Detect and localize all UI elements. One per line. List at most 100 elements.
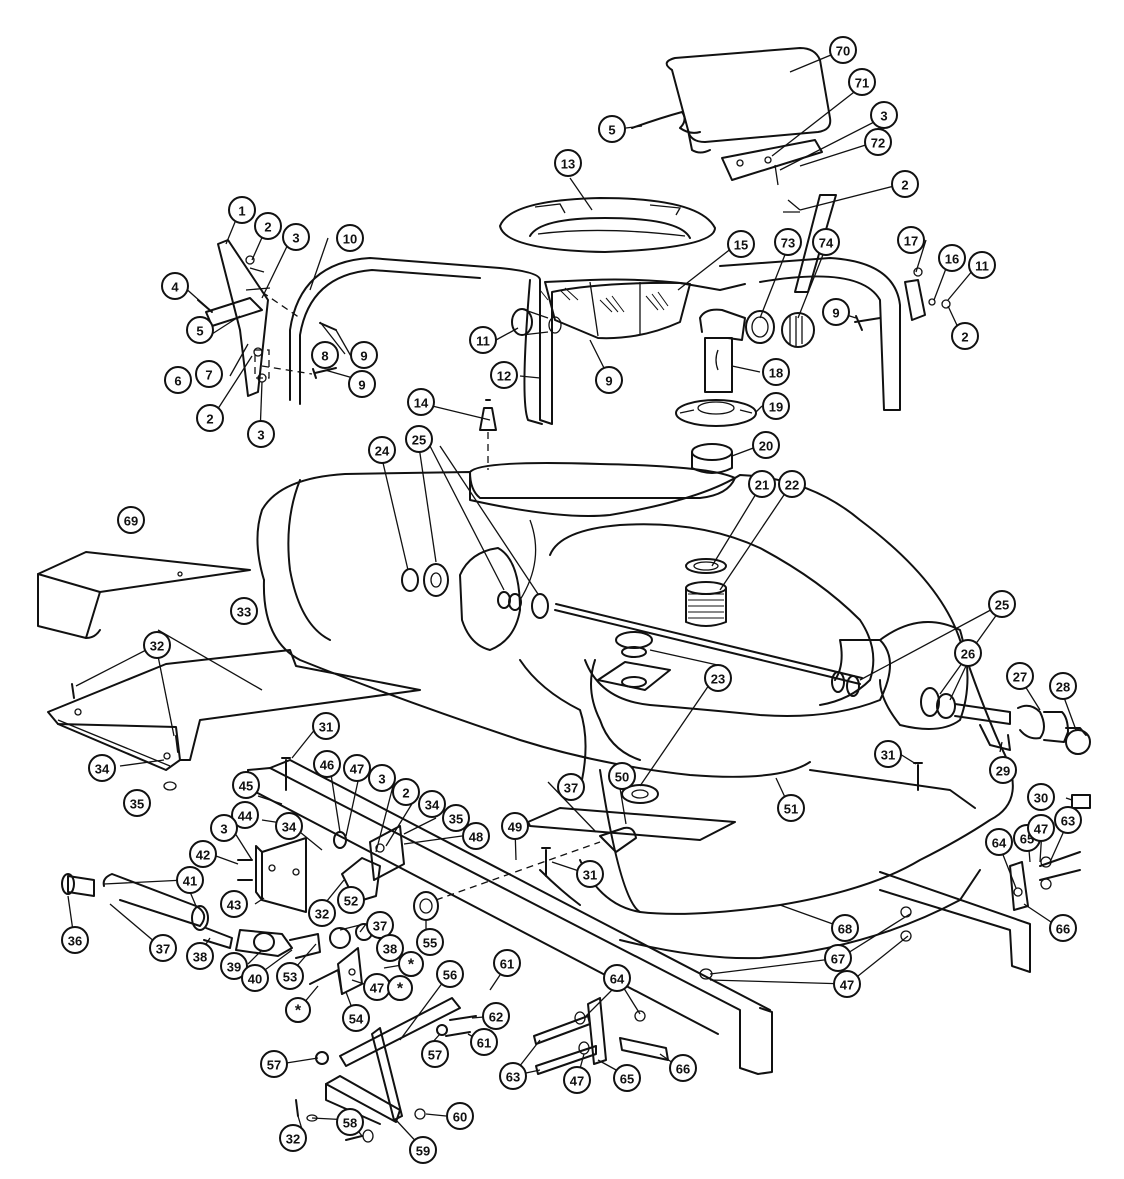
callout-43: 43 [220, 890, 248, 918]
callout-text: 59 [416, 1144, 430, 1159]
callout-text: 47 [840, 978, 854, 993]
callout-text: 11 [476, 334, 490, 349]
callout-text: 34 [425, 798, 440, 813]
callout-text: 25 [412, 433, 426, 448]
leader-lines [67, 49, 1077, 1149]
callout-circle [822, 298, 850, 326]
filler-elbow-pipe [699, 308, 815, 393]
callout-text: 27 [1013, 670, 1027, 685]
callout-circle [848, 68, 876, 96]
callout-text: 66 [676, 1062, 690, 1077]
callout-14: 14 [407, 388, 435, 416]
callout-text: 19 [769, 400, 783, 415]
callout-55: 55 [416, 928, 444, 956]
callout-text: 47 [370, 981, 384, 996]
bolt [854, 315, 881, 331]
callout-40: 40 [241, 964, 269, 992]
callout-text: 74 [819, 236, 834, 251]
callout-circle [282, 223, 310, 251]
callout-text: 31 [319, 720, 333, 735]
callout-circle [228, 196, 256, 224]
callout-circle [470, 1028, 498, 1056]
callout-text: 21 [755, 478, 769, 493]
callout-50: 50 [608, 762, 636, 790]
callout-circle [613, 1064, 641, 1092]
tank-flange [675, 399, 757, 427]
callout-text: 43 [227, 898, 241, 913]
callout-circle [1006, 662, 1034, 690]
callout-circle [442, 804, 470, 832]
callout-33: 33 [230, 597, 258, 625]
agitator-fittings [401, 563, 956, 719]
hand-lever [315, 997, 461, 1125]
callout-text: 67 [831, 952, 845, 967]
callout-circle [989, 756, 1017, 784]
callout-circle [748, 470, 776, 498]
callout-circle [210, 814, 238, 842]
filler-lid [499, 197, 716, 253]
callout-circle [563, 1066, 591, 1094]
hose-line [435, 841, 601, 901]
callout-circle [186, 942, 214, 970]
right-hoop-bracket [904, 279, 926, 321]
callout-circle [777, 794, 805, 822]
callout-text: 65 [620, 1072, 634, 1087]
callout-text: 64 [992, 836, 1007, 851]
callout-circle [275, 812, 303, 840]
callout-circle [421, 1040, 449, 1068]
callout-9: 9 [822, 298, 850, 326]
callout-text: 32 [286, 1132, 300, 1147]
callout-text: 35 [130, 797, 144, 812]
callout-73: 73 [774, 228, 802, 256]
callout-circle [189, 840, 217, 868]
callout-text: 9 [360, 349, 367, 364]
bolt [312, 367, 337, 379]
callout-text: 38 [383, 942, 397, 957]
tank-lower-edge [619, 869, 981, 960]
callout-circle [436, 960, 464, 988]
callout-61: 61 [493, 949, 521, 977]
callout-circle [727, 230, 755, 258]
callout-text: 63 [506, 1070, 520, 1085]
right-mount [1009, 851, 1081, 911]
callout-circle [88, 754, 116, 782]
callout-19: 19 [762, 392, 790, 420]
callout-circle [603, 964, 631, 992]
asterisk-callout: * [398, 951, 424, 977]
callout-text: * [295, 1003, 302, 1020]
callout-text: 18 [769, 366, 783, 381]
callout-4: 4 [161, 272, 189, 300]
callout-circle [501, 812, 529, 840]
callout-circle [1027, 814, 1055, 842]
callout-circle [348, 370, 376, 398]
callout-text: * [397, 981, 404, 998]
callout-28: 28 [1049, 672, 1077, 700]
callout-circle [220, 952, 248, 980]
callout-25: 25 [405, 425, 433, 453]
callout-circle [247, 420, 275, 448]
callout-text: 14 [414, 396, 429, 411]
callout-25: 25 [988, 590, 1016, 618]
callout-text: 70 [836, 44, 850, 59]
callout-circle [891, 170, 919, 198]
callout-circle [968, 251, 996, 279]
callout-text: 41 [183, 874, 197, 889]
callout-47: 47 [1027, 814, 1055, 842]
callout-text: 60 [453, 1110, 467, 1125]
callout-31: 31 [576, 860, 604, 888]
callout-circle [469, 326, 497, 354]
callout-circle [350, 341, 378, 369]
callout-51: 51 [777, 794, 805, 822]
callout-circle [864, 128, 892, 156]
callout-circle [186, 316, 214, 344]
callout-text: 47 [1034, 822, 1048, 837]
callout-circle [557, 773, 585, 801]
callout-text: 12 [497, 369, 511, 384]
callout-6: 6 [164, 366, 192, 394]
callout-text: 7 [205, 368, 212, 383]
callout-circle [951, 322, 979, 350]
callout-7: 7 [195, 360, 223, 388]
callout-47: 47 [563, 1066, 591, 1094]
